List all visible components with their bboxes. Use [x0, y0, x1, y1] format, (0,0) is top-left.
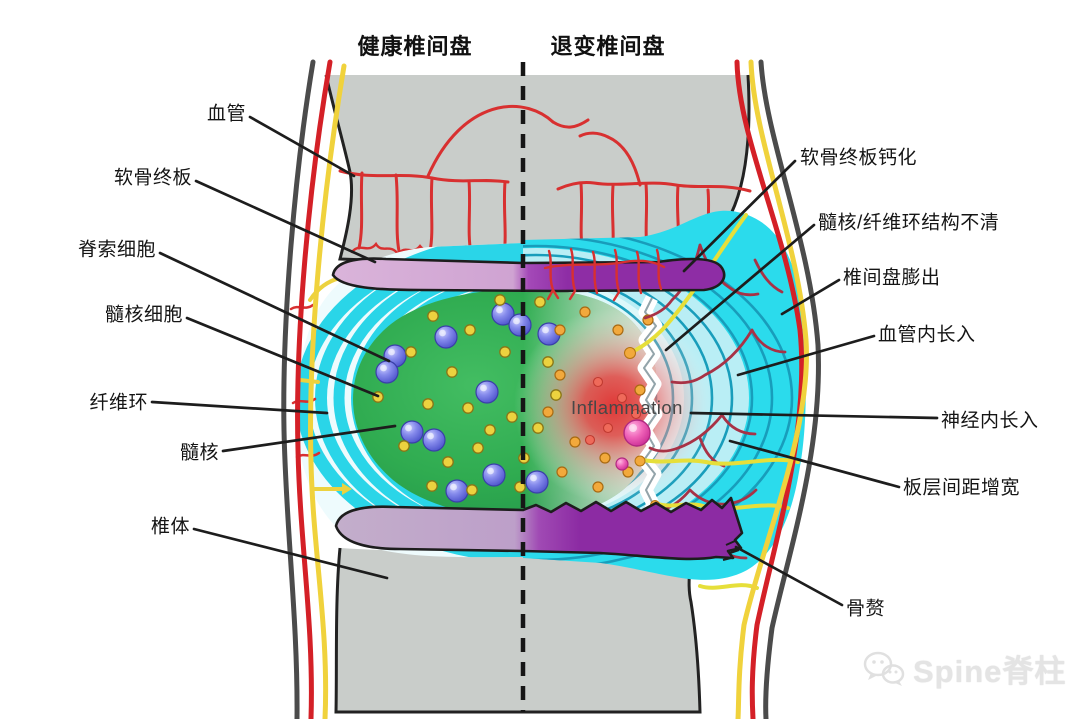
endplate-bottom	[334, 496, 744, 561]
degenerated-cell-dots	[542, 306, 654, 493]
leader-blood-vessel	[248, 115, 356, 178]
leader-lamellar-widening	[728, 439, 901, 489]
vertebra-bottom	[334, 545, 702, 714]
inflammation-zone	[514, 308, 714, 504]
label-vertebral-body: 椎体	[150, 516, 190, 538]
leader-osteophyte	[734, 545, 844, 607]
watermark: Spine脊柱	[862, 646, 1066, 691]
leader-nucleus-pulposus	[221, 424, 397, 453]
osteophyte-spur	[722, 540, 740, 561]
leader-nucleus-cells	[185, 316, 380, 398]
nucleus-annulus-unclear-border	[643, 297, 657, 519]
nerve-ending-bulb	[634, 455, 646, 467]
title-healthy-disc: 健康椎间盘	[357, 34, 473, 59]
label-structure-unclear: 髓核/纤维环结构不清	[818, 212, 1000, 234]
label-nucleus-pulposus: 髓核	[179, 442, 219, 464]
leader-lines	[150, 115, 939, 607]
leader-vessel-ingrowth	[736, 334, 876, 377]
label-blood-vessel: 血管	[206, 103, 246, 125]
label-nerve-ingrowth: 神经内长入	[941, 410, 1039, 432]
watermark-text: Spine脊柱	[913, 654, 1067, 689]
ingrown-nerves	[630, 213, 800, 590]
nerve-arrowhead	[342, 483, 352, 495]
label-annulus-fibrosus: 纤维环	[89, 392, 148, 414]
leader-disc-bulge	[780, 278, 841, 316]
nucleus-pulposus-region	[353, 289, 714, 521]
label-notochordal-cells: 脊索细胞	[77, 239, 156, 261]
wechat-icon	[863, 651, 905, 686]
label-vessel-ingrowth: 血管内长入	[878, 324, 976, 346]
nerve-ending-bulb	[624, 347, 636, 359]
leader-endplate-calcification	[682, 159, 797, 273]
contour-nerve-right	[735, 59, 809, 719]
title-degenerated-disc: 退变椎间盘	[550, 34, 666, 59]
label-osteophyte: 骨赘	[846, 598, 886, 620]
contour-nerve-left	[308, 63, 347, 719]
contour-gray-left	[281, 59, 316, 719]
leader-nerve-ingrowth	[689, 411, 939, 420]
apoptotic-cell	[615, 419, 651, 471]
label-nucleus-cells: 髓核细胞	[104, 304, 183, 326]
endplate-top	[331, 257, 726, 293]
leader-structure-unclear	[664, 223, 816, 352]
leader-vertebral-body	[192, 527, 389, 580]
label-lamellar-widening: 板层间距增宽	[903, 477, 1021, 499]
leader-annulus-fibrosus	[150, 400, 329, 415]
inflammation-label: Inflammation	[571, 397, 683, 418]
endplate-penetrating-vessels	[543, 247, 666, 302]
label-endplate-calcification: 软骨终板钙化	[800, 147, 918, 169]
leader-cartilage-endplate	[194, 179, 377, 264]
label-disc-bulge: 椎间盘膨出	[843, 267, 941, 289]
leader-notochordal-cells	[158, 251, 391, 363]
label-cartilage-endplate: 软骨终板	[113, 167, 192, 189]
